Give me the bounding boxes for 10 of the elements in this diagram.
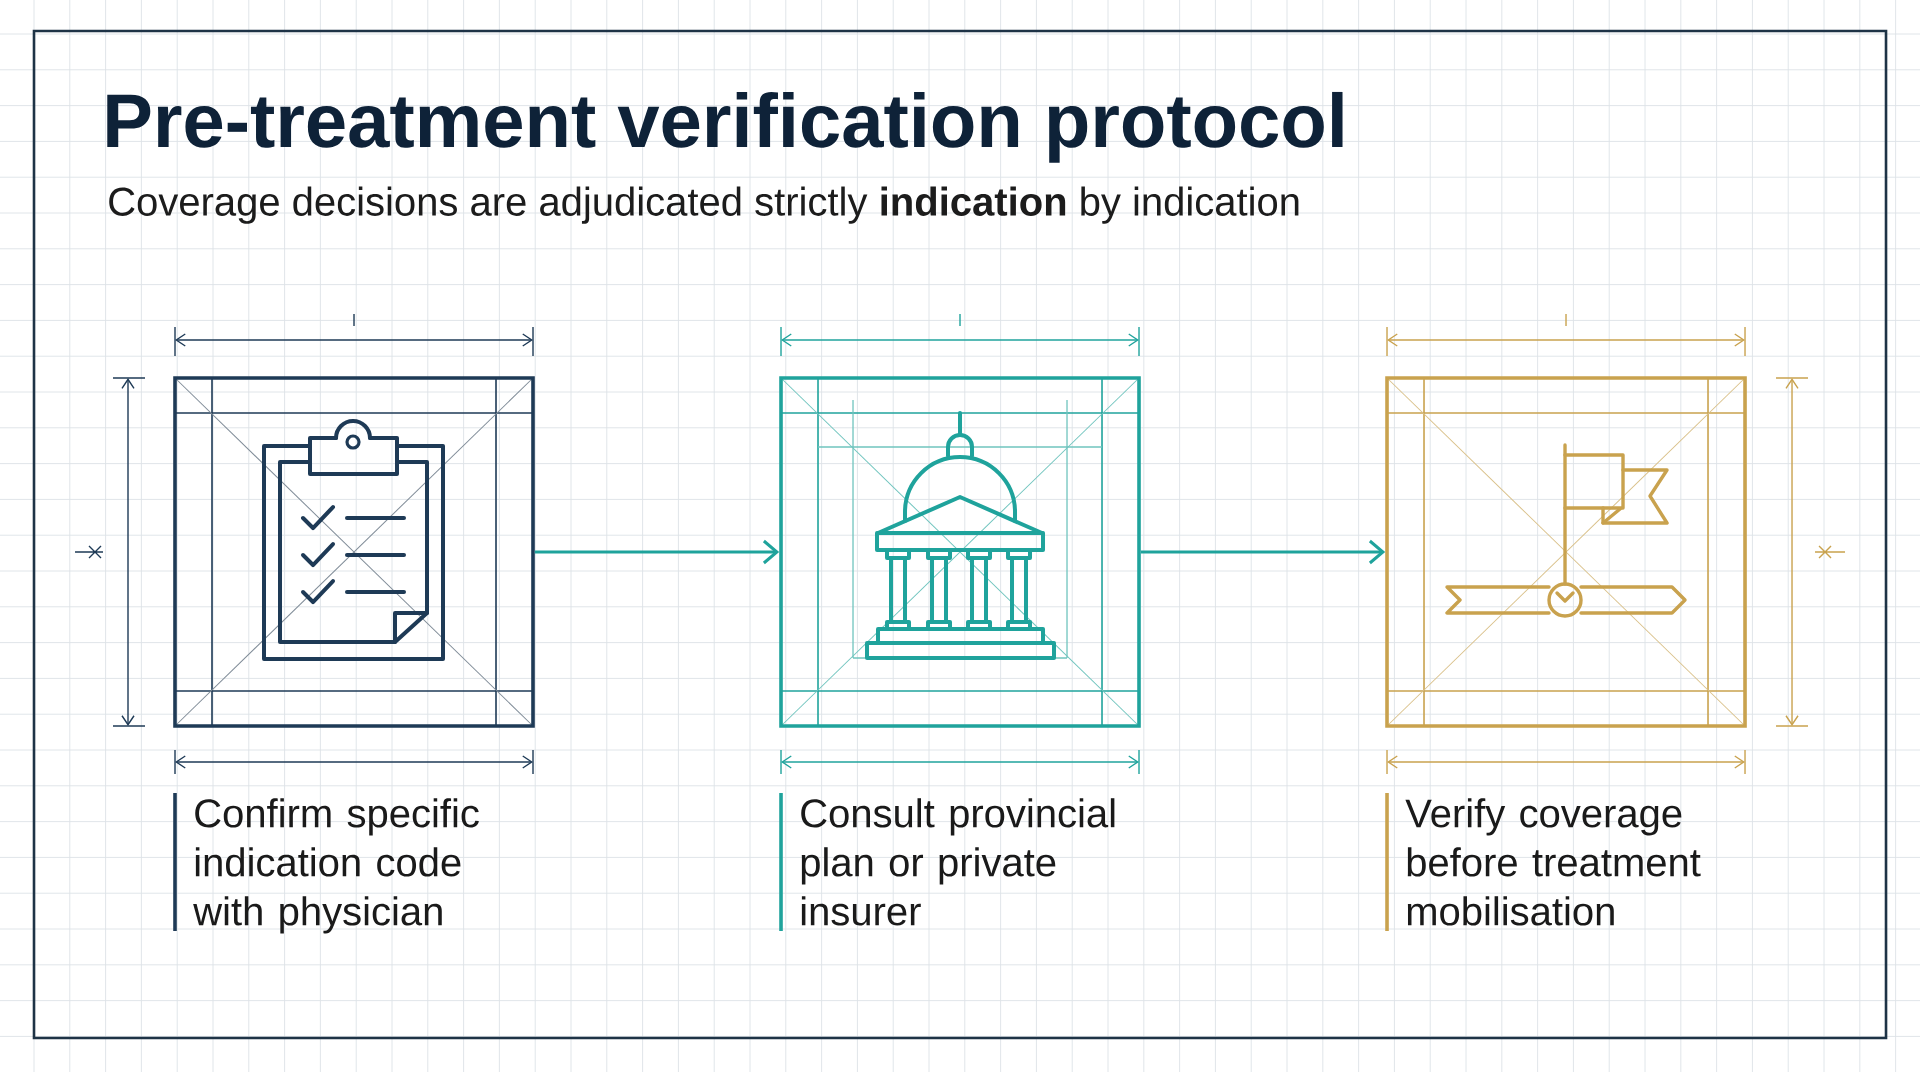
subtitle: Coverage decisions are adjudicated strictly indication by indication — [109, 186, 1299, 224]
arrow — [534, 539, 780, 565]
blueprint-box — [1385, 376, 1747, 728]
blueprint-box — [173, 376, 535, 728]
title: Pre-treatment verification protocol — [107, 91, 1343, 163]
caption-text: Confirm specific indication code with physician — [193, 798, 479, 934]
blueprint-box — [779, 376, 1141, 728]
arrow — [1140, 539, 1386, 565]
caption-text: Consult provincial plan or private insurer — [801, 798, 1115, 926]
caption-text: Verify coverage before treatment mobilisation — [1405, 798, 1701, 926]
